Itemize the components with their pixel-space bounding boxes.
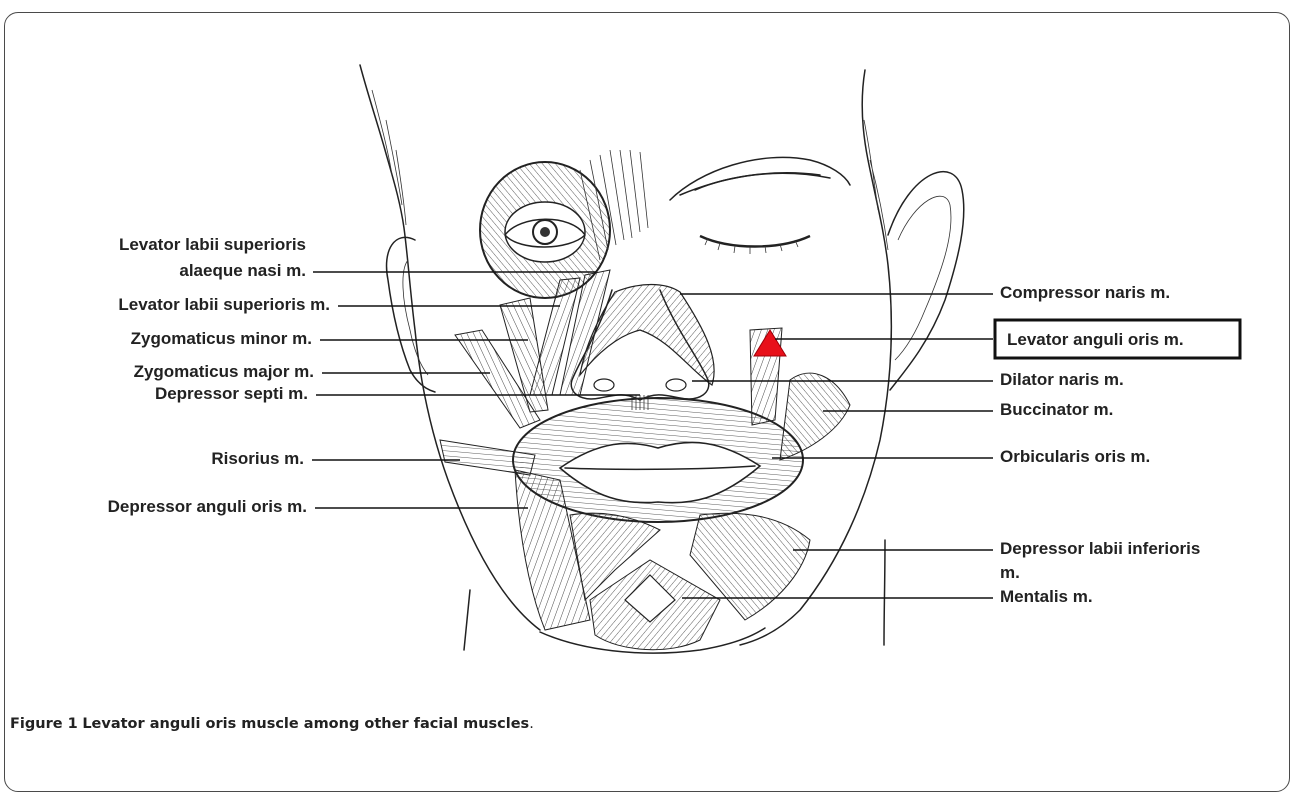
right-eye-closed [700, 236, 810, 247]
left-labels: Levator labii superioris alaeque nasi m.… [108, 235, 330, 516]
face-illustration [360, 65, 964, 653]
ear-left [387, 237, 435, 392]
caption-end: . [529, 716, 534, 732]
label-orb: Orbicularis oris m. [1000, 447, 1150, 466]
caption-label: Figure 1 [10, 716, 78, 732]
label-lls: Levator labii superioris m. [118, 295, 330, 314]
label-bucc: Buccinator m. [1000, 400, 1113, 419]
hair-left-strands [372, 90, 406, 225]
neck-right [884, 540, 885, 645]
label-comp: Compressor naris m. [1000, 283, 1170, 302]
label-lao: Levator anguli oris m. [1007, 330, 1184, 349]
right-brow-3 [695, 173, 830, 190]
label-ris: Risorius m. [211, 449, 304, 468]
ear-right-inner [895, 196, 951, 360]
label-zmaj: Zygomaticus major m. [134, 362, 314, 381]
right-brow [670, 157, 850, 200]
hair-right-strands [864, 120, 888, 250]
ear-right [888, 172, 964, 390]
label-dil: Dilator naris m. [1000, 370, 1124, 389]
label-dli-line1: Depressor labii inferioris [1000, 539, 1200, 558]
caption-text: Levator anguli oris muscle among other f… [82, 716, 529, 732]
label-llsan-line1: Levator labii superioris [119, 235, 306, 254]
label-dli-line2: m. [1000, 563, 1020, 582]
ear-left-inner [403, 260, 428, 375]
right-labels: Compressor naris m. Levator anguli oris … [995, 283, 1240, 606]
label-dsep: Depressor septi m. [155, 384, 308, 403]
facial-muscles-diagram: Levator labii superioris alaeque nasi m.… [0, 0, 1293, 749]
neck-left [464, 590, 470, 650]
label-dao: Depressor anguli oris m. [108, 497, 307, 516]
figure-caption: Figure 1 Levator anguli oris muscle amon… [10, 716, 534, 732]
label-zmin: Zygomaticus minor m. [131, 329, 312, 348]
label-llsan-line2: alaeque nasi m. [179, 261, 306, 280]
label-ment: Mentalis m. [1000, 587, 1093, 606]
